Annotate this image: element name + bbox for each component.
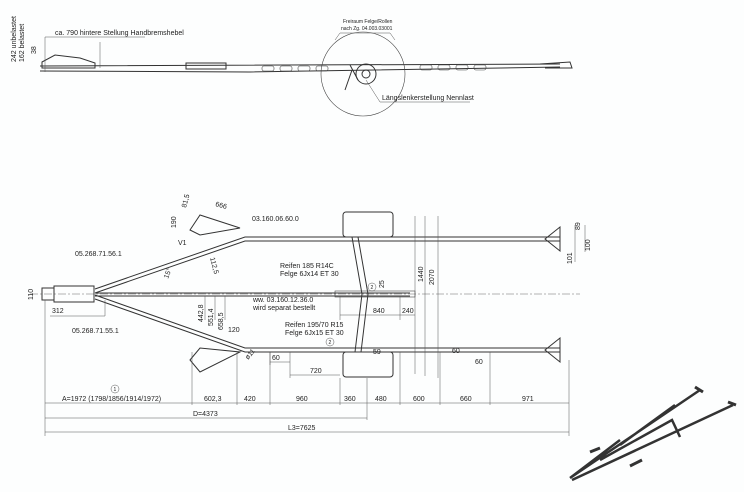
rear-roller-upper bbox=[544, 225, 561, 253]
dim-segment: 360 bbox=[344, 396, 356, 403]
dim-110: 110 bbox=[28, 289, 35, 300]
side-bow-support bbox=[185, 62, 227, 70]
rim-1-label: Felge 6Jx14 ET 30 bbox=[280, 271, 339, 278]
dim-segment: 602,3 bbox=[204, 396, 222, 403]
dim-81-5: 81,5 bbox=[181, 193, 191, 208]
side-frame bbox=[39, 63, 561, 73]
dim-112-5: 112,5 bbox=[208, 257, 219, 275]
bow-support-upper bbox=[189, 214, 241, 236]
length-dimensions: 1 A=1972 (1798/1856/1914/1972) 602,3 420… bbox=[44, 300, 570, 436]
dim-25: 25 bbox=[379, 280, 386, 288]
dim-d: D=4373 bbox=[193, 411, 218, 418]
clearance-bracket bbox=[334, 32, 396, 41]
wheel-lower bbox=[342, 351, 394, 378]
drawbar-upper-part-label: 05.268.71.56.1 bbox=[75, 251, 122, 258]
angle-15: 15° bbox=[162, 267, 173, 280]
dim-1440: 1440 bbox=[418, 266, 425, 282]
marker-2-circle bbox=[367, 282, 377, 292]
dim-840: 840 bbox=[373, 308, 385, 315]
option-part-label: ww. 03.160.12.36.0 bbox=[252, 297, 313, 304]
dim-60b: 60 bbox=[452, 348, 460, 355]
wheel-clearance-circle bbox=[320, 31, 406, 117]
clearance-note-1: Freiraum Felge/Rollen bbox=[343, 19, 393, 25]
bow-support-lower bbox=[189, 347, 242, 373]
dim-d11: ø11 bbox=[244, 348, 257, 361]
axle bbox=[351, 236, 369, 353]
wheel-hub bbox=[355, 63, 377, 85]
marker-2: 2 bbox=[371, 285, 374, 291]
tyre-1-label: Reifen 185 R14C bbox=[280, 263, 334, 270]
dim-segment: 971 bbox=[522, 396, 534, 403]
dim-segment: 660 bbox=[460, 396, 472, 403]
handbrake-note: ca. 790 hintere Stellung Handbremshebel bbox=[55, 30, 184, 37]
length-dim-lines bbox=[44, 300, 570, 436]
lower-drawbar-and-frame bbox=[94, 294, 560, 353]
marker-1-circle bbox=[110, 384, 120, 394]
dim-segment: 420 bbox=[244, 396, 256, 403]
dimension-lines bbox=[50, 216, 586, 378]
dim-segment: 960 bbox=[296, 396, 308, 403]
plan-view: 05.268.71.56.1 05.268.71.55.1 V1 03.160.… bbox=[28, 193, 592, 378]
axle-arm bbox=[344, 64, 359, 91]
center-beam bbox=[95, 292, 410, 297]
rear-roller-lower bbox=[544, 336, 561, 364]
side-frame-slots bbox=[261, 64, 487, 72]
dim-segment: 480 bbox=[375, 396, 387, 403]
dim-38: 38 bbox=[31, 46, 38, 54]
axle-note: Längslenkerstellung Nennlast bbox=[382, 95, 474, 102]
dim-442-8: 442,8 bbox=[198, 304, 205, 322]
rim-2-label: Felge 6Jx15 ET 30 bbox=[285, 330, 344, 337]
bow-support-part-label: 03.160.06.60.0 bbox=[252, 216, 299, 223]
height-unloaded-label: 242 unbelastet bbox=[11, 16, 18, 62]
upper-drawbar-and-frame bbox=[94, 236, 560, 294]
dim-segment: 600 bbox=[413, 396, 425, 403]
option-note-label: wird separat bestellt bbox=[252, 305, 315, 312]
height-loaded-label: 162 belastet bbox=[19, 24, 26, 62]
marker-2: 2 bbox=[329, 340, 332, 346]
dim-60a: 60 bbox=[272, 355, 280, 362]
dim-2070: 2070 bbox=[429, 269, 436, 285]
dim-59: 59 bbox=[373, 349, 381, 356]
dim-658-5: 658,5 bbox=[218, 312, 225, 330]
marker-2-circle bbox=[325, 337, 335, 347]
side-view: ca. 790 hintere Stellung Handbremshebel … bbox=[11, 16, 573, 117]
dim-100: 100 bbox=[585, 239, 592, 251]
drawbar-lower-part-label: 05.268.71.55.1 bbox=[72, 328, 119, 335]
dim-190: 190 bbox=[171, 216, 178, 228]
axle-note-leader bbox=[365, 79, 470, 103]
dim-120: 120 bbox=[228, 327, 240, 334]
side-rear-roller bbox=[539, 61, 573, 69]
clearance-note-2: nach Zg. 04.003.03001 bbox=[341, 26, 393, 32]
handbrake-dim-lines bbox=[44, 36, 145, 72]
dim-240: 240 bbox=[402, 308, 414, 315]
dim-a: A=1972 (1798/1856/1914/1972) bbox=[62, 396, 161, 403]
tyre-2-label: Reifen 195/70 R15 bbox=[285, 322, 343, 329]
dim-60c: 60 bbox=[475, 359, 483, 366]
dim-312: 312 bbox=[52, 308, 64, 315]
side-coupler bbox=[41, 54, 96, 69]
isometric-view bbox=[569, 385, 737, 482]
marker-1: 1 bbox=[114, 387, 117, 393]
v1-label: V1 bbox=[178, 240, 187, 247]
dim-101: 101 bbox=[567, 252, 574, 264]
dim-666: 666 bbox=[214, 201, 227, 211]
dim-l3: L3=7625 bbox=[288, 425, 316, 432]
coupler-body bbox=[53, 285, 95, 303]
dim-720: 720 bbox=[310, 368, 322, 375]
wheel-upper bbox=[342, 211, 394, 238]
dim-551-4: 551,4 bbox=[208, 308, 215, 326]
dim-89: 89 bbox=[575, 222, 582, 230]
